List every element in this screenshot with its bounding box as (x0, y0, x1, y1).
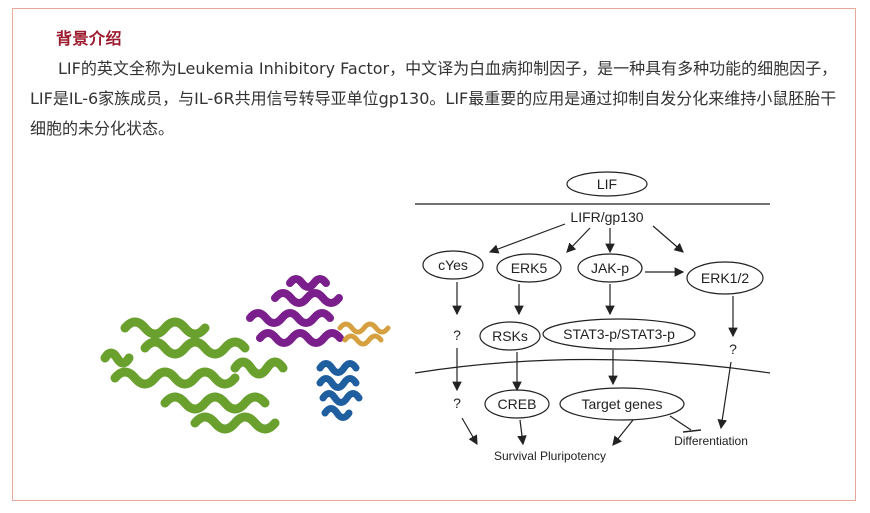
orange-helix-domain (337, 321, 391, 347)
node-outcome: Survival Pluripotency (494, 449, 606, 463)
node-lif-outline (566, 171, 648, 197)
node-jak-outline (577, 253, 643, 283)
node-creb-outline (484, 389, 550, 419)
inhibition-bar (682, 429, 702, 433)
node-question-1: ? (453, 327, 461, 343)
node-differentiation: Differentiation (674, 434, 748, 448)
node-stat3: STAT3-p/STAT3-p (563, 326, 675, 342)
node-rsks-outline (479, 321, 541, 351)
intro-paragraph: LIF的英文全称为Leukemia Inhibitory Factor，中文译为… (30, 59, 838, 138)
node-receptor: LIFR/gp130 (570, 209, 643, 225)
green-helix-domain (100, 317, 288, 434)
node-cyes: cYes (438, 257, 468, 273)
blue-helix-domain (316, 360, 363, 421)
node-erk12: ERK1/2 (701, 270, 749, 286)
node-target-genes: Target genes (582, 396, 663, 412)
nuclear-membrane (414, 358, 771, 374)
purple-helix-domain (246, 275, 344, 347)
node-erk5-outline (496, 253, 562, 283)
protein-structure-illustration (100, 275, 391, 434)
node-lif: LIF (597, 176, 617, 192)
node-erk12-outline (686, 261, 764, 295)
node-question-3: ? (729, 341, 737, 357)
node-rsks: RSKs (492, 328, 528, 344)
node-target-genes-outline (559, 387, 685, 421)
node-cyes-outline (422, 250, 484, 280)
section-heading: 背景介绍 (56, 29, 123, 48)
lif-figure: LIF LIFR/gp130 cYes ERK5 JAK-p ERK1/2 ? … (100, 171, 771, 463)
node-question-2: ? (453, 395, 461, 411)
lif-signaling-diagram: LIF LIFR/gp130 cYes ERK5 JAK-p ERK1/2 ? … (414, 171, 771, 463)
node-erk5: ERK5 (511, 260, 548, 276)
node-jak: JAK-p (591, 260, 629, 276)
inhibition-line (669, 415, 692, 431)
node-creb: CREB (498, 396, 537, 412)
node-stat3-outline (542, 318, 696, 350)
